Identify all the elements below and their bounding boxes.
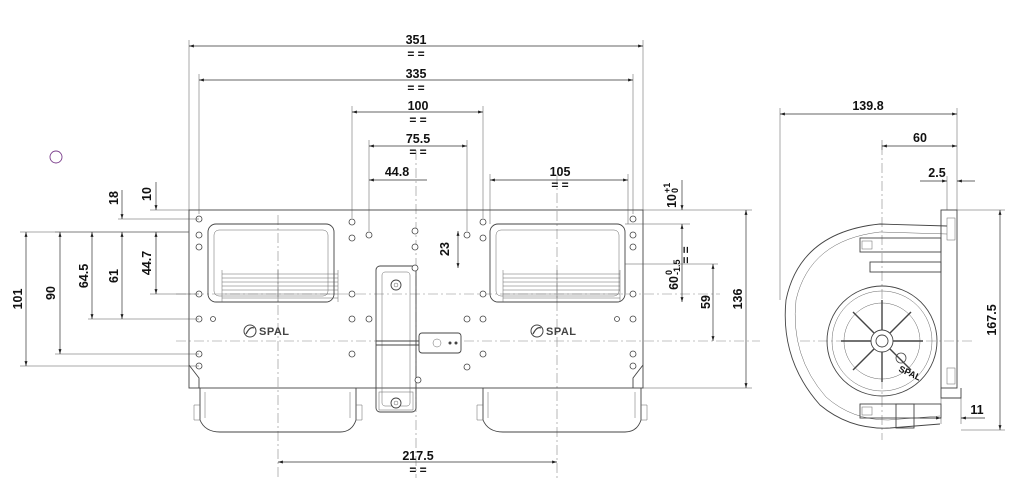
dim-167-5: 167.5 — [985, 304, 999, 335]
side-view: SPAL 139.8 60 2.5 167.5 11 — [779, 99, 1005, 440]
dim-64-5: 64.5 — [77, 264, 91, 288]
dim-105: 105 — [550, 165, 571, 179]
front-view: SPAL SPAL 351 = = 335 = = 100 = = 75.5 =… — [11, 33, 760, 478]
spal-logo-right: SPAL — [530, 324, 577, 338]
outlet-right — [489, 223, 626, 303]
connector — [418, 332, 462, 354]
housing-left — [199, 388, 357, 433]
mounting-holes — [195, 215, 637, 384]
dim-139-8: 139.8 — [852, 99, 883, 113]
dim-90: 90 — [44, 286, 58, 300]
dim-60-tol: 60 — [667, 276, 681, 290]
dim-2-5: 2.5 — [928, 166, 945, 180]
housing-right — [482, 388, 642, 433]
dim-44-8: 44.8 — [385, 165, 409, 179]
dim-75-5: 75.5 — [406, 132, 430, 146]
dim-10-tol-lower: 0 — [670, 188, 680, 193]
eq-mark-75-5: = = — [409, 145, 426, 159]
dim-59: 59 — [699, 295, 713, 309]
eq-mark-335: = = — [407, 81, 424, 95]
dim-100: 100 — [408, 99, 429, 113]
dim-10-tol: 10 — [665, 194, 679, 208]
dim-60-tol-upper: 0 — [664, 270, 674, 275]
dim-61: 61 — [107, 269, 121, 283]
dim-23: 23 — [438, 242, 452, 256]
dim-60: 60 — [913, 131, 927, 145]
dim-18: 18 — [107, 191, 121, 205]
dim-101: 101 — [11, 289, 25, 310]
dim-11: 11 — [970, 403, 983, 417]
rotor — [826, 285, 938, 397]
outlet-left — [207, 223, 335, 303]
volute-housing — [784, 223, 948, 429]
eq-mark-60: = = — [679, 246, 693, 263]
eq-mark-100: = = — [409, 113, 426, 127]
dim-60-tol-lower: -1.5 — [672, 259, 682, 275]
eq-mark-351: = = — [407, 47, 424, 61]
dim-217-5: 217.5 — [402, 449, 433, 463]
svg-text:SPAL: SPAL — [546, 326, 577, 338]
eq-mark-217-5: = = — [409, 463, 426, 477]
svg-text:SPAL: SPAL — [259, 326, 290, 338]
dim-10-tol-upper: +1 — [662, 183, 672, 193]
dim-351: 351 — [406, 33, 427, 47]
dim-44-7: 44.7 — [140, 251, 154, 275]
dim-10: 10 — [140, 187, 154, 201]
dim-335: 335 — [406, 67, 427, 81]
spal-logo-left: SPAL — [243, 324, 290, 338]
eq-mark-105: = = — [551, 178, 568, 192]
marker-circle — [49, 150, 63, 164]
dim-136: 136 — [731, 289, 745, 310]
motor-bracket — [375, 265, 417, 413]
rotor-logo: SPAL — [895, 352, 923, 383]
side-flange — [940, 209, 958, 389]
